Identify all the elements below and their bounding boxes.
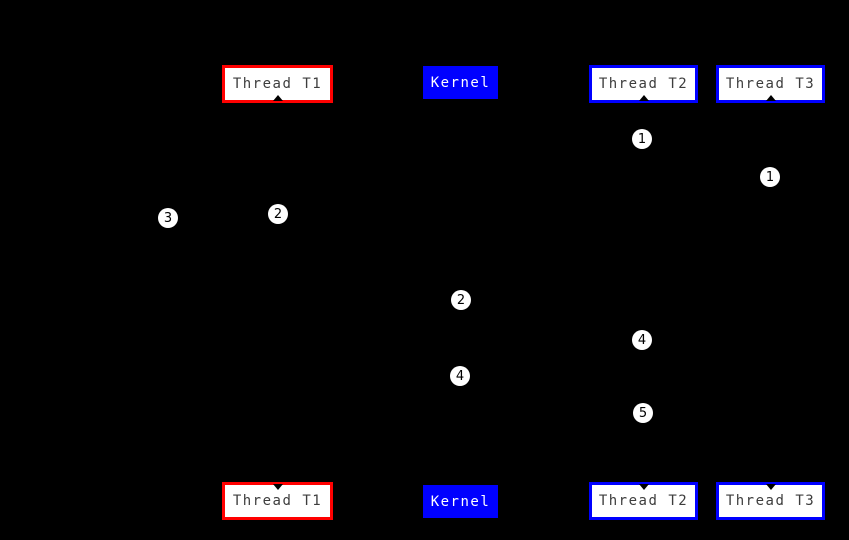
thread-t1-label: Thread T1 xyxy=(232,76,323,92)
thread-t1-box-bottom: Thread T1 xyxy=(222,482,333,520)
lifeline-stub xyxy=(765,95,776,101)
kernel-label: Kernel xyxy=(430,493,491,510)
kernel-box-top: Kernel xyxy=(423,66,498,99)
thread-t3-box-bottom: Thread T3 xyxy=(716,482,825,520)
lifeline-stub xyxy=(638,484,649,490)
lifeline-stub xyxy=(272,484,283,490)
kernel-label: Kernel xyxy=(430,74,491,91)
lifeline-stub xyxy=(272,95,283,101)
lifeline-stub xyxy=(765,484,776,490)
thread-t1-label: Thread T1 xyxy=(232,493,323,509)
step-marker: 4 xyxy=(450,366,470,386)
thread-t2-label: Thread T2 xyxy=(598,493,689,509)
step-marker: 5 xyxy=(633,403,653,423)
thread-t2-box-bottom: Thread T2 xyxy=(589,482,698,520)
thread-t1-box-top: Thread T1 xyxy=(222,65,333,103)
thread-t2-label: Thread T2 xyxy=(598,76,689,92)
step-marker: 3 xyxy=(158,208,178,228)
step-marker: 2 xyxy=(451,290,471,310)
step-marker: 1 xyxy=(632,129,652,149)
kernel-box-bottom: Kernel xyxy=(423,485,498,518)
step-marker: 2 xyxy=(268,204,288,224)
step-marker: 1 xyxy=(760,167,780,187)
step-marker: 4 xyxy=(632,330,652,350)
thread-t3-box-top: Thread T3 xyxy=(716,65,825,103)
lifeline-stub xyxy=(638,95,649,101)
thread-t3-label: Thread T3 xyxy=(725,493,816,509)
thread-t2-box-top: Thread T2 xyxy=(589,65,698,103)
thread-t3-label: Thread T3 xyxy=(725,76,816,92)
